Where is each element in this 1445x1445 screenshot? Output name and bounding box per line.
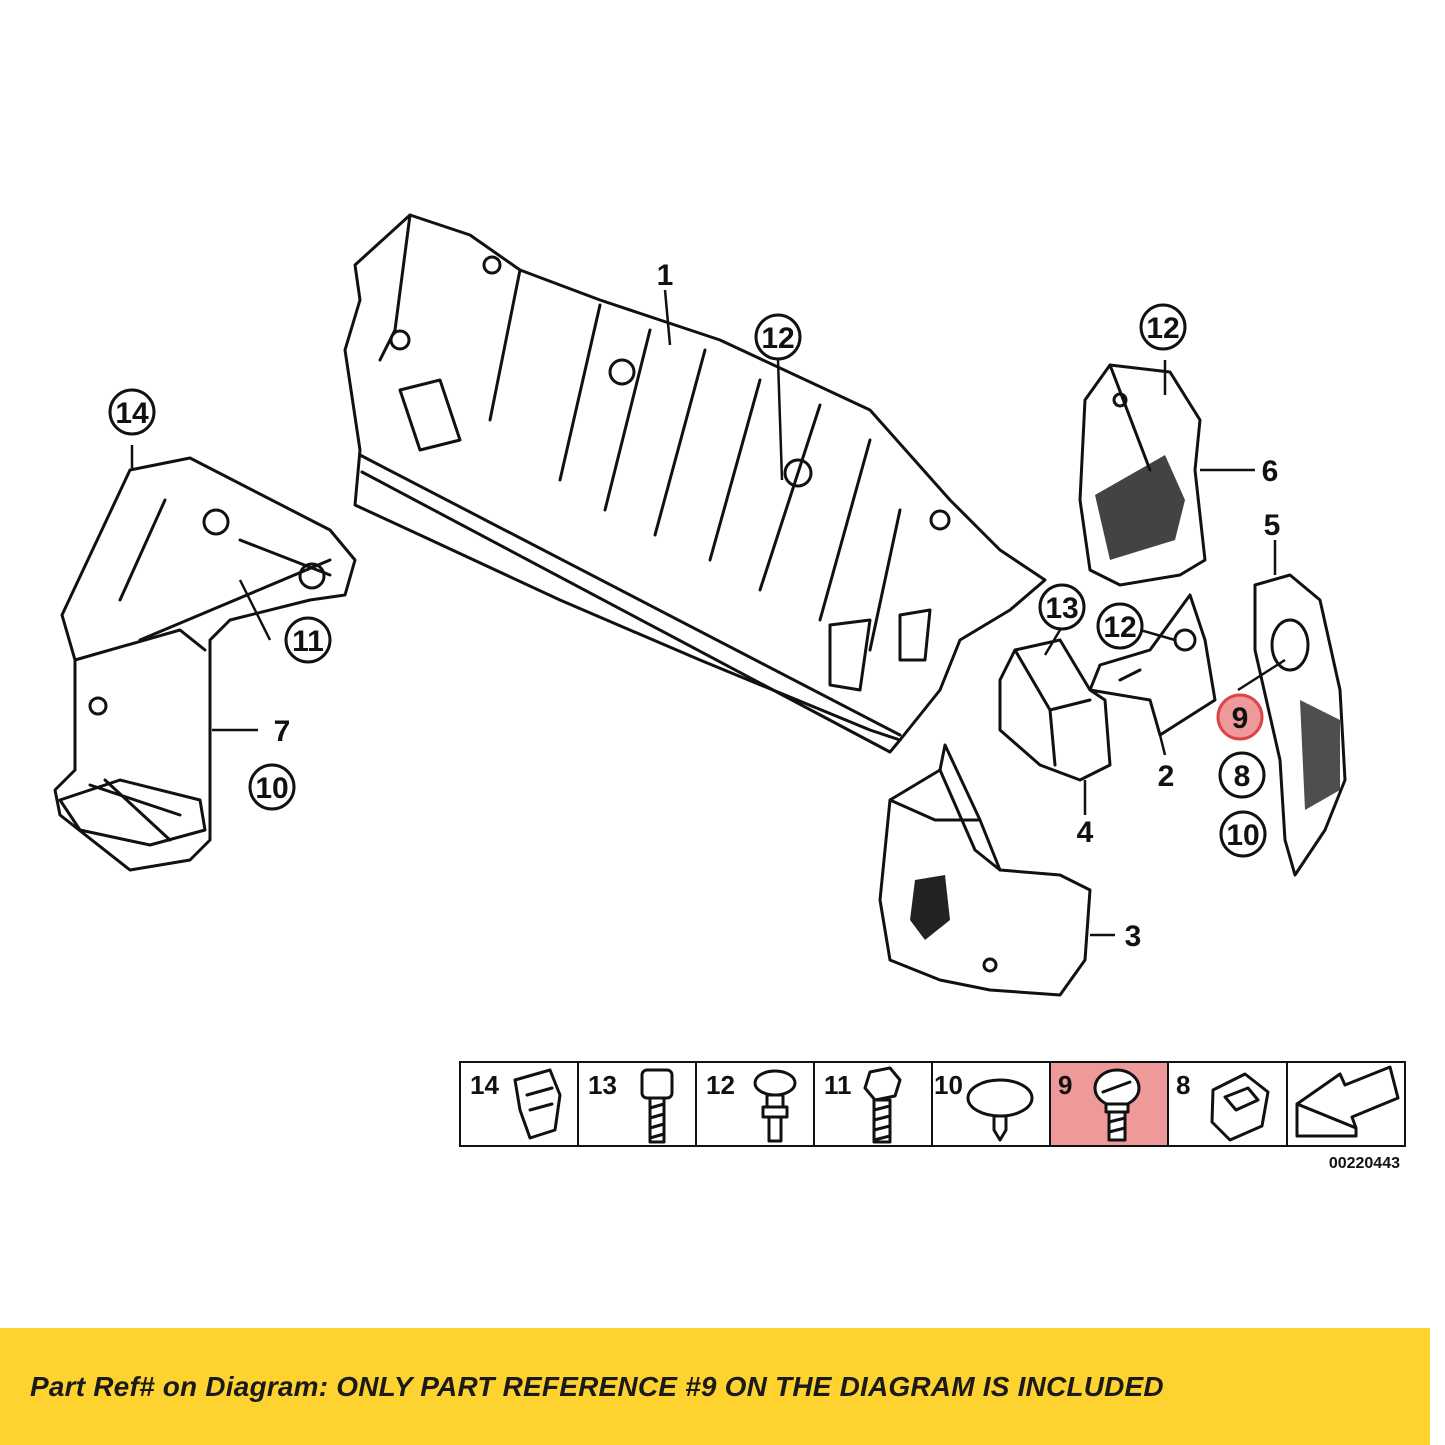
rivet-icon xyxy=(753,1069,797,1143)
legend-label-13: 13 xyxy=(588,1070,617,1100)
callout-9-highlight xyxy=(1216,693,1264,741)
part-3-cover xyxy=(878,743,1115,997)
part-6-shield xyxy=(1078,360,1255,587)
part-5-cover xyxy=(1237,540,1347,877)
callout-2: 2 xyxy=(1158,760,1175,793)
callout-5: 5 xyxy=(1264,509,1281,542)
bolt-icon xyxy=(640,1068,674,1144)
screw-icon xyxy=(1093,1068,1141,1142)
callout-6: 6 xyxy=(1262,455,1279,488)
callout-12-right: 12 xyxy=(1146,312,1179,345)
legend-label-8: 8 xyxy=(1176,1070,1190,1100)
hex-bolt-icon xyxy=(863,1066,902,1144)
callout-10-right: 10 xyxy=(1226,819,1259,852)
clip-nut-icon xyxy=(513,1068,562,1140)
callout-9: 9 xyxy=(1232,702,1249,735)
callout-7: 7 xyxy=(274,715,291,748)
callout-14: 14 xyxy=(115,397,149,430)
callout-12-middle: 12 xyxy=(1103,611,1136,644)
callout-8: 8 xyxy=(1234,760,1251,793)
legend-label-11: 11 xyxy=(824,1070,852,1100)
callout-3: 3 xyxy=(1125,920,1142,953)
banner-text: Part Ref# on Diagram: ONLY PART REFERENC… xyxy=(30,1370,1164,1402)
part-7-bracket xyxy=(53,445,357,872)
fastener-legend: 14 13 12 11 10 9 8 xyxy=(459,1061,1406,1172)
diagram-code: 00220443 xyxy=(1329,1155,1400,1172)
part-4-block xyxy=(998,629,1112,815)
spring-clip-icon xyxy=(1210,1072,1270,1142)
expanding-clip-icon xyxy=(966,1078,1034,1142)
direction-arrow-icon xyxy=(1295,1065,1400,1138)
part-1-heat-shield xyxy=(343,213,1047,754)
info-banner: Part Ref# on Diagram: ONLY PART REFERENC… xyxy=(0,1328,1430,1445)
legend-label-10: 10 xyxy=(934,1070,963,1100)
callout-1: 1 xyxy=(657,259,674,292)
callout-10-left: 10 xyxy=(255,772,288,805)
legend-label-9: 9 xyxy=(1058,1070,1072,1100)
callout-4: 4 xyxy=(1077,816,1094,849)
callout-11: 11 xyxy=(292,625,324,658)
callouts: 1 12 12 6 5 14 11 7 10 13 12 2 4 3 9 8 1… xyxy=(108,259,1281,953)
callout-13: 13 xyxy=(1045,592,1078,625)
legend-label-14: 14 xyxy=(470,1070,499,1100)
legend-label-12: 12 xyxy=(706,1070,735,1100)
leader-lines xyxy=(212,289,1176,732)
callout-12-top: 12 xyxy=(761,322,794,355)
